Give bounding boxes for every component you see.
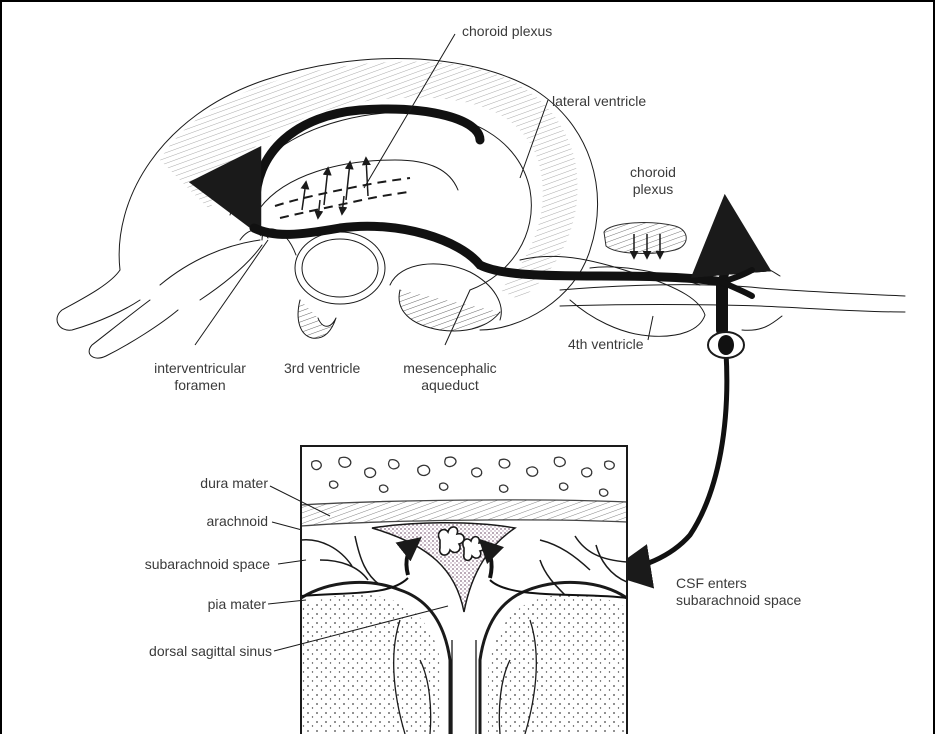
label-mesencephalic-aqueduct: mesencephalic aqueduct — [392, 360, 508, 394]
label-interventricular-foramen: interventricular foramen — [130, 360, 270, 394]
label-pia-mater: pia mater — [150, 596, 266, 613]
label-fourth-ventricle: 4th ventricle — [568, 336, 643, 353]
label-csf-enters: CSF enters subarachnoid space — [676, 575, 801, 609]
label-third-ventricle: 3rd ventricle — [284, 360, 360, 377]
label-subarachnoid-space: subarachnoid space — [100, 556, 270, 573]
label-dura-mater: dura mater — [150, 475, 268, 492]
label-lateral-ventricle: lateral ventricle — [552, 93, 646, 110]
label-choroid-plexus-top: choroid plexus — [462, 23, 552, 40]
label-dorsal-sagittal-sinus: dorsal sagittal sinus — [100, 643, 272, 660]
label-arachnoid: arachnoid — [150, 513, 268, 530]
choroid-plexus-top-drawing — [275, 158, 410, 218]
spinal-canal-lumen — [718, 335, 734, 355]
label-choroid-plexus-right: choroid plexus — [618, 164, 688, 198]
meninges-section — [301, 446, 627, 734]
ventricular-system-drawing — [57, 58, 905, 358]
